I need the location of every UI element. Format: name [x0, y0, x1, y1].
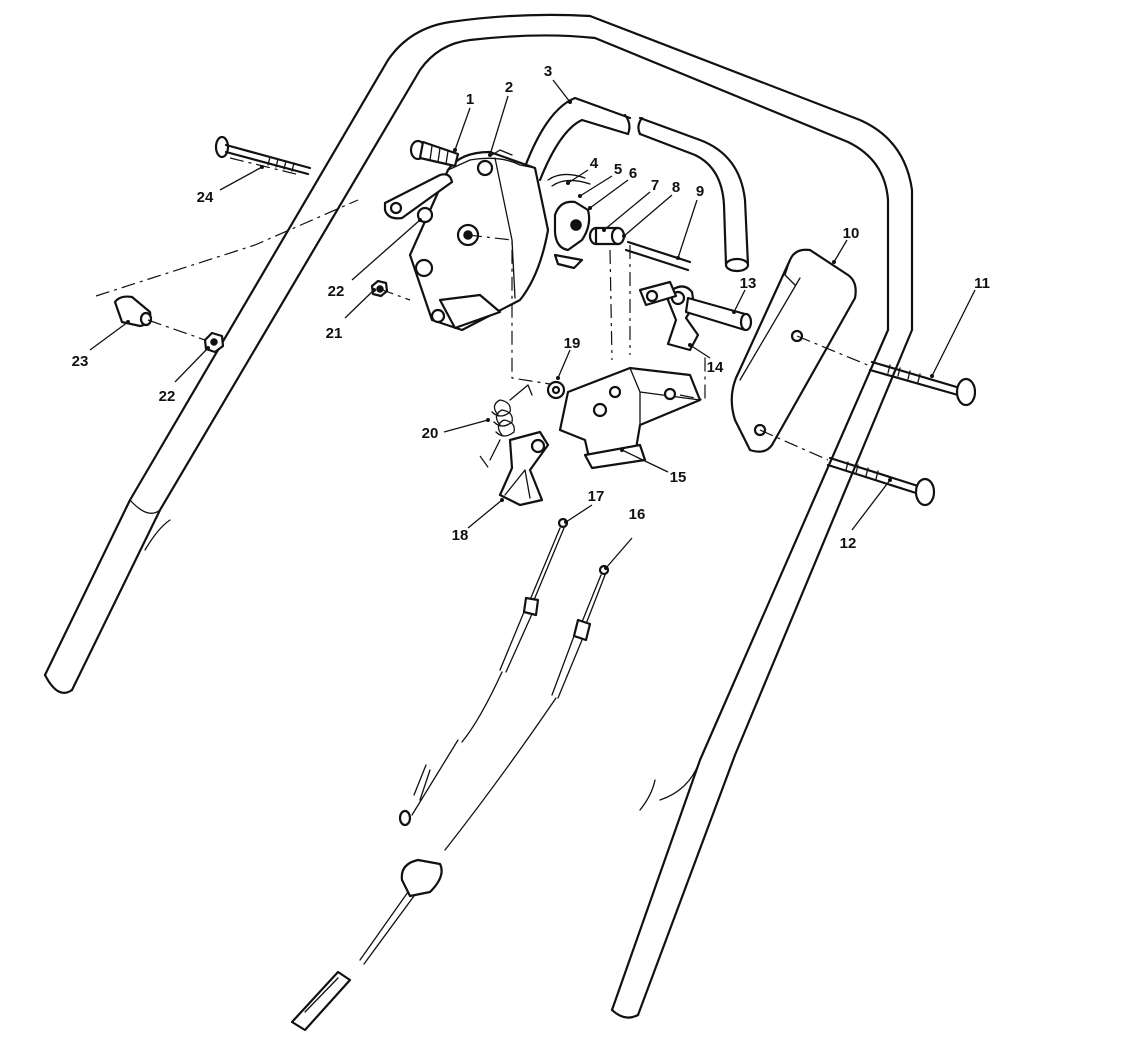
callout-16: 16	[629, 506, 646, 523]
sleeve-part-13	[684, 296, 753, 332]
link-plate	[383, 173, 454, 224]
callout-labels: 1 2 3 4 5 6 7 8 9 10 11 12 13 14 15 16 1…	[72, 63, 990, 552]
bolt-part-24	[214, 135, 312, 176]
callout-2: 2	[505, 79, 513, 96]
callout-15: 15	[670, 469, 687, 486]
washer-part-19	[546, 380, 566, 400]
callout-10: 10	[843, 225, 860, 242]
callout-4: 4	[590, 155, 599, 172]
callout-23: 23	[72, 353, 89, 370]
bail-part-3	[520, 96, 750, 273]
pin-part-9	[624, 240, 692, 272]
spring-part-4	[547, 173, 591, 187]
mower-handle	[43, 13, 914, 1019]
callout-5: 5	[614, 161, 622, 178]
cam-part-6	[553, 200, 591, 270]
leader-lines	[89, 79, 976, 570]
callout-18: 18	[452, 527, 469, 544]
callout-1: 1	[466, 91, 474, 108]
shaft-part-7	[588, 226, 626, 246]
callout-21: 21	[326, 325, 343, 342]
assembly-lines	[95, 157, 871, 471]
callout-22b: 22	[159, 388, 176, 405]
callout-6: 6	[629, 165, 637, 182]
callout-20: 20	[422, 425, 439, 442]
control-housing-part-2	[408, 149, 550, 332]
cover-part-10	[730, 248, 857, 453]
callout-17: 17	[588, 488, 605, 505]
cable-part-16	[290, 564, 610, 1032]
cable-part-17	[398, 517, 569, 827]
lever-part-18	[498, 430, 550, 507]
nut-part-22-lower	[203, 331, 225, 354]
callout-3: 3	[544, 63, 552, 80]
callout-9: 9	[696, 183, 704, 200]
callout-14: 14	[707, 359, 724, 376]
spacer-part-23	[113, 295, 153, 328]
bolt-part-12	[826, 456, 936, 507]
callout-11: 11	[974, 275, 990, 292]
spring-part-20	[489, 384, 533, 461]
bolt-part-1	[409, 139, 460, 168]
bolt-part-11	[868, 360, 977, 407]
callout-13: 13	[740, 275, 757, 292]
callout-24: 24	[197, 189, 214, 206]
lever-part-14	[638, 280, 700, 352]
callout-19: 19	[564, 335, 581, 352]
callout-22a: 22	[328, 283, 345, 300]
callout-8: 8	[672, 179, 680, 196]
bracket-part-15	[558, 366, 702, 470]
callout-12: 12	[840, 535, 857, 552]
callout-7: 7	[651, 177, 659, 194]
